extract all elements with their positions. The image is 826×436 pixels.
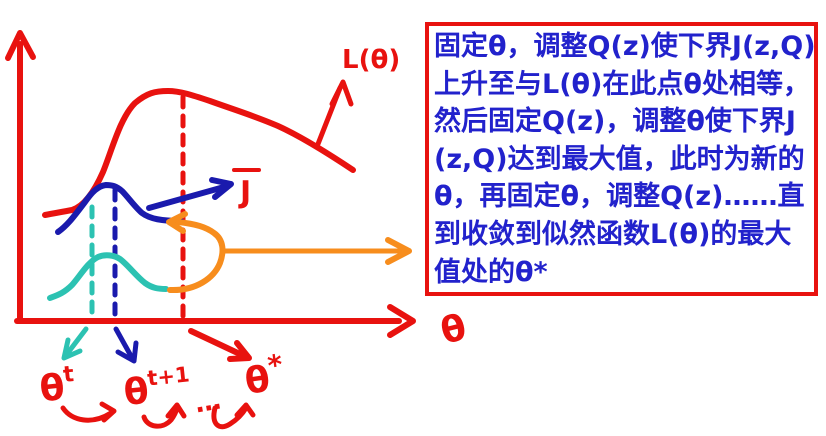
likelihood-pointer-arrow (315, 79, 354, 147)
theta-t1-base: θ (122, 371, 151, 414)
iteration-arrow-1 (60, 401, 117, 423)
x-axis (14, 304, 416, 338)
x-axis-arrowhead-icon (387, 304, 416, 338)
lower-bound-curve-old (47, 252, 169, 301)
note-line: 固定θ，调整Q(z)使下界J(z,Q) (434, 31, 816, 62)
theta-star-base: θ (242, 359, 272, 403)
theta-star-drop-arrowhead-icon (227, 340, 252, 362)
note-line: 上升至与L(θ)在此点θ处相等， (434, 68, 810, 100)
lower-bound-curve-new (55, 182, 184, 235)
theta-t-drop-arrowhead-icon (61, 337, 83, 361)
theta-star-sup: * (266, 348, 285, 383)
iteration-ellipsis: … (192, 385, 223, 419)
note-line: 值处的θ* (434, 256, 548, 288)
iteration-arrow-3-head-icon (234, 402, 256, 418)
note-pointer-right-arrowhead-icon (385, 237, 412, 265)
j-bar-label: J (232, 168, 261, 210)
theta-t-drop-arrow (61, 326, 89, 361)
x-axis-theta-label: θ (437, 307, 471, 353)
iteration-arrow-3 (211, 402, 256, 430)
iteration-arrow-2-head-icon (165, 402, 187, 419)
j-pointer-arrowhead-icon (209, 177, 234, 200)
note-line: 到收敛到似然函数L(θ)的最大 (434, 218, 792, 250)
iteration-arrow-1-head-icon (99, 401, 117, 423)
theta-t-base: θ (38, 367, 67, 410)
theta-t-label: θt (37, 362, 77, 410)
y-axis-arrowhead-icon (5, 30, 36, 61)
likelihood-curve-label: L(θ) (342, 45, 400, 75)
theta-t1-label: θt+1 (122, 362, 193, 414)
y-axis (5, 30, 36, 323)
likelihood-arrowhead-icon (329, 79, 354, 107)
note-box: 固定θ，调整Q(z)使下界J(z,Q) 上升至与L(θ)在此点θ处相等， 然后固… (425, 22, 818, 296)
note-pointer-arrow (166, 211, 412, 294)
note-line: θ，再固定θ，调整Q(z)……直 (434, 181, 805, 213)
theta-t-sup: t (62, 362, 76, 388)
j-pointer-arrow (146, 177, 234, 211)
note-line: (z,Q)达到最大值，此时为新的 (434, 143, 805, 175)
note-line: 然后固定Q(z)，调整θ使下界J (434, 106, 796, 138)
j-label-text: J (238, 175, 251, 210)
theta-t1-drop-arrowhead-icon (115, 340, 139, 364)
iteration-arrow-2 (141, 402, 187, 429)
theta-star-label: θ* (241, 348, 287, 403)
note-pointer-left-arrowhead-icon (166, 211, 188, 234)
theta-star-drop-arrow (188, 328, 252, 362)
theta-t1-drop-arrow (113, 326, 139, 364)
theta-t1-sup: t+1 (146, 362, 191, 390)
